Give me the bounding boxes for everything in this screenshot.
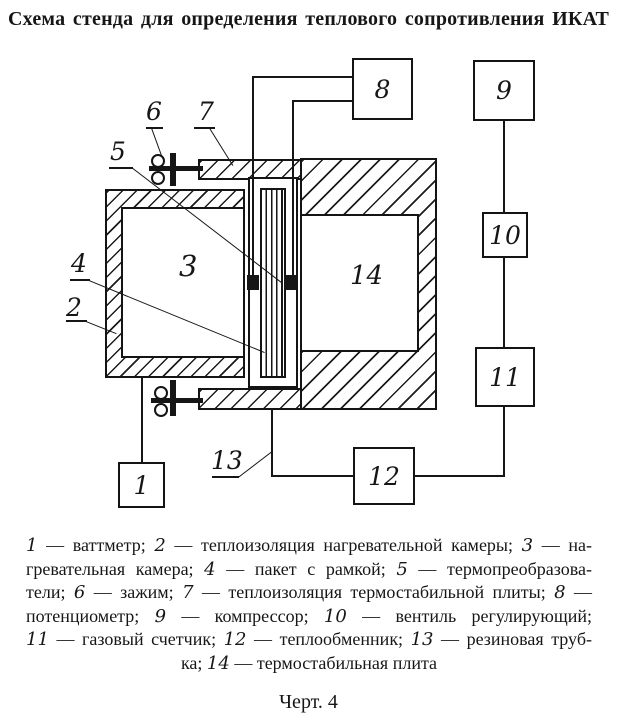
legend-part-text: — вентиль регулирующий; bbox=[346, 605, 592, 626]
leader-line-13 bbox=[238, 450, 273, 478]
leader-underline-4 bbox=[70, 279, 90, 281]
legend-part-number: 9 bbox=[154, 605, 167, 627]
thermocouple-right bbox=[286, 275, 298, 290]
box-compressor: 9 bbox=[473, 60, 535, 121]
legend-line: 11 — газовый счетчик; 12 — теплообменник… bbox=[26, 628, 592, 652]
label-clamp: 6 bbox=[146, 97, 162, 126]
clamp-top-ring-1 bbox=[151, 154, 165, 168]
legend-part-text: — ваттметр; bbox=[37, 535, 155, 555]
leader-underline-2 bbox=[66, 320, 87, 322]
legend-part-number: 12 bbox=[223, 629, 247, 650]
box-gas-meter: 11 bbox=[475, 347, 535, 407]
legend-part-number: 11 bbox=[26, 629, 49, 650]
legend-part-text: — резиновая труб- bbox=[433, 629, 592, 649]
leader-underline-6 bbox=[146, 127, 163, 129]
thermocouple-left bbox=[247, 275, 259, 290]
clamp-top-screw bbox=[170, 153, 176, 186]
wire-compressor-valve bbox=[503, 121, 505, 213]
legend-part-text: — теплоизоляция термостабильной плиты; bbox=[193, 582, 555, 602]
wire-potentiometer-right-h bbox=[292, 100, 353, 102]
legend-part-text: гревательная камера; bbox=[26, 558, 205, 579]
clamp-bottom-ring-2 bbox=[154, 403, 168, 417]
clamp-bottom-bar bbox=[151, 398, 203, 403]
wire-exchanger-right bbox=[415, 475, 505, 477]
label-packet-frame: 4 bbox=[71, 249, 87, 278]
box-compressor-label: 9 bbox=[496, 76, 512, 105]
figure-title: Схема стенда для определения теплового с… bbox=[8, 8, 609, 30]
legend-part-number: 5 bbox=[396, 558, 408, 580]
leader-underline-13 bbox=[212, 476, 239, 478]
legend-part-text: — термопреобразова- bbox=[407, 558, 593, 579]
box-potentiometer-label: 8 bbox=[374, 74, 391, 104]
leader-underline-7 bbox=[194, 127, 215, 129]
wire-potentiometer-right-v bbox=[292, 100, 294, 277]
legend-part-text: — теплоизоляция нагревательной камеры; bbox=[165, 535, 522, 555]
plate-insulation-bar-bottom bbox=[198, 388, 302, 410]
wire-gasmeter-down bbox=[503, 407, 505, 477]
rubber-tube-line bbox=[271, 410, 273, 477]
label-plate-insulation: 7 bbox=[198, 97, 214, 126]
figure-caption: Черт. 4 bbox=[279, 691, 338, 713]
legend-part-text: тели; bbox=[26, 582, 74, 602]
clamp-top-bar bbox=[149, 166, 203, 171]
legend-part-text: — пакет с рамкой; bbox=[215, 558, 397, 579]
legend-part-number: 7 bbox=[182, 582, 194, 603]
legend-part-text: ка; bbox=[180, 652, 207, 673]
box-wattmeter: 1 bbox=[118, 462, 165, 508]
wire-potentiometer-left-h bbox=[252, 76, 353, 78]
legend-part-number: 1 bbox=[26, 535, 38, 556]
legend-part-text: — зажим; bbox=[85, 582, 183, 602]
legend-line: тели; 6 — зажим; 7 — теплоизоляция термо… bbox=[26, 581, 592, 605]
legend-part-text: — термостабильная плита bbox=[229, 652, 438, 673]
legend-line: гревательная камера; 4 — пакет с рамкой;… bbox=[26, 558, 592, 582]
leader-line-6 bbox=[151, 128, 163, 157]
clamp-bottom-screw bbox=[170, 380, 176, 416]
legend-part-number: 6 bbox=[73, 582, 86, 603]
label-heating-chamber: 3 bbox=[179, 249, 198, 283]
label-thermo-transducers: 5 bbox=[110, 137, 126, 166]
legend-part-text: — bbox=[565, 582, 593, 602]
box-wattmeter-label: 1 bbox=[133, 470, 150, 500]
label-thermostable-plate: 14 bbox=[350, 261, 384, 291]
legend-line: потенциометр; 9 — компрессор; 10 — венти… bbox=[26, 605, 592, 629]
legend: 1 — ваттметр; 2 — теплоизоляция нагреват… bbox=[26, 534, 592, 675]
wire-wattmeter bbox=[141, 378, 143, 462]
legend-part-text: потенциометр; bbox=[26, 605, 155, 626]
legend-part-number: 3 bbox=[521, 535, 534, 556]
legend-part-number: 2 bbox=[154, 535, 166, 556]
box-heat-exchanger: 12 bbox=[353, 447, 415, 505]
legend-part-number: 13 bbox=[410, 629, 434, 650]
legend-part-number: 8 bbox=[554, 582, 566, 603]
legend-part-number: 14 bbox=[206, 652, 230, 674]
wire-valve-gasmeter bbox=[503, 257, 505, 347]
box-gas-meter-label: 11 bbox=[489, 362, 521, 392]
legend-part-text: — компрессор; bbox=[166, 605, 324, 626]
legend-part-text: — газовый счетчик; bbox=[48, 629, 224, 649]
legend-line: ка; 14 — термостабильная плита bbox=[26, 652, 592, 676]
packet-stack bbox=[260, 188, 286, 378]
wire-exchanger-left bbox=[272, 475, 354, 477]
legend-part-number: 10 bbox=[323, 605, 347, 627]
box-potentiometer: 8 bbox=[352, 58, 413, 120]
leader-underline-5 bbox=[109, 167, 133, 169]
label-chamber-insulation: 2 bbox=[66, 293, 82, 322]
legend-part-number: 4 bbox=[204, 558, 216, 580]
clamp-bottom-ring-1 bbox=[154, 386, 168, 400]
box-heat-exchanger-label: 12 bbox=[368, 461, 400, 491]
legend-line: 1 — ваттметр; 2 — теплоизоляция нагреват… bbox=[26, 534, 592, 558]
clamp-top-ring-2 bbox=[151, 171, 165, 185]
thermostable-plate-cavity bbox=[300, 214, 419, 352]
legend-part-text: — на- bbox=[533, 535, 593, 555]
legend-part-text: — теплообменник; bbox=[246, 629, 411, 649]
box-control-valve-label: 10 bbox=[489, 220, 521, 250]
wire-potentiometer-left-v bbox=[252, 76, 254, 277]
heating-chamber-cavity bbox=[121, 207, 245, 358]
box-control-valve: 10 bbox=[482, 212, 528, 258]
label-rubber-tube: 13 bbox=[211, 446, 243, 475]
